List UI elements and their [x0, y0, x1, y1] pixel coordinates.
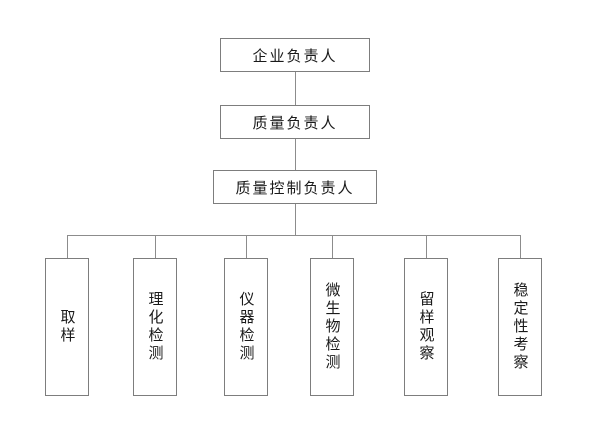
- node-instrument-testing: 仪器检测: [224, 258, 268, 396]
- node-sampling: 取样: [45, 258, 89, 396]
- node-stability-study: 稳定性考察: [498, 258, 542, 396]
- node-microbial-testing-label: 微生物检测: [323, 282, 342, 372]
- node-sample-retention-observation: 留样观察: [404, 258, 448, 396]
- node-quality-head: 质量负责人: [220, 105, 370, 139]
- connector-line: [155, 235, 156, 258]
- node-microbial-testing: 微生物检测: [310, 258, 354, 396]
- connector-line: [295, 139, 296, 170]
- node-quality-head-label: 质量负责人: [252, 113, 338, 132]
- node-physicochemical-testing: 理化检测: [133, 258, 177, 396]
- connector-line: [67, 235, 68, 258]
- connector-line: [295, 204, 296, 235]
- node-physicochemical-testing-label: 理化检测: [146, 291, 165, 363]
- connector-line: [67, 235, 521, 236]
- node-sampling-label: 取样: [58, 309, 77, 345]
- node-sample-retention-observation-label: 留样观察: [417, 291, 436, 363]
- node-enterprise-head-label: 企业负责人: [252, 46, 338, 65]
- connector-line: [426, 235, 427, 258]
- connector-line: [246, 235, 247, 258]
- node-stability-study-label: 稳定性考察: [511, 282, 530, 372]
- connector-line: [332, 235, 333, 258]
- node-quality-control-head-label: 质量控制负责人: [235, 178, 355, 197]
- connector-line: [520, 235, 521, 258]
- node-quality-control-head: 质量控制负责人: [213, 170, 377, 204]
- connector-line: [295, 72, 296, 105]
- node-instrument-testing-label: 仪器检测: [237, 291, 256, 363]
- node-enterprise-head: 企业负责人: [220, 38, 370, 72]
